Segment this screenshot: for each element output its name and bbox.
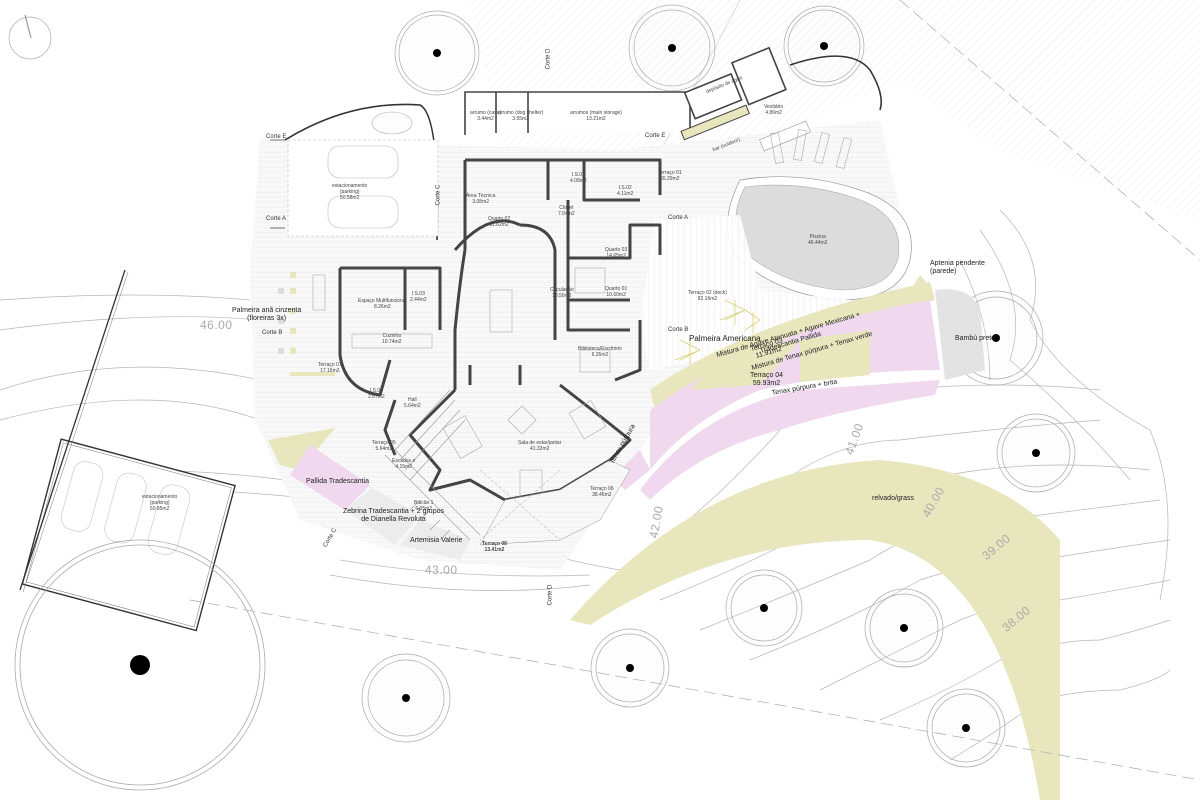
- storage-building: [464, 91, 691, 135]
- deck-terrace: [640, 215, 860, 370]
- cut-label-d-bottom: Corte D: [547, 584, 554, 606]
- bamboo-area: [935, 289, 985, 380]
- cut-label-b-left: Corte B: [262, 330, 283, 336]
- label-pallida: Pallida Tradescantia: [306, 478, 370, 485]
- label-artemisia: Artemisia Valerie: [410, 537, 463, 544]
- lawn-area: [570, 460, 1060, 800]
- planting-agave: [650, 282, 935, 410]
- north-arrow: [8, 16, 52, 60]
- planting-tenax-brita: [640, 380, 940, 500]
- label-terraco02: Terraço 02 (deck)82.16m2: [688, 290, 727, 302]
- label-bambu: Bambú preto: [955, 335, 996, 342]
- contour-43: 43.00: [425, 563, 458, 577]
- sun-loungers: [770, 129, 853, 169]
- planting-green-wedge: [268, 428, 335, 470]
- label-palmeira-americana: Palmeira Americana: [689, 334, 761, 343]
- planting-pallida: [290, 445, 370, 510]
- cut-label-b-right: Corte B: [668, 327, 689, 333]
- palm-trees: [674, 299, 761, 365]
- cut-label-a-right: Corte A: [668, 215, 689, 221]
- terrace-06: [479, 459, 631, 546]
- cut-label-d-top: Corte D: [545, 48, 552, 70]
- garage-top: [287, 139, 439, 237]
- cut-label-a-left: Corte A: [266, 216, 287, 222]
- label-storage1: arrumo (casa)3.44m2: [470, 110, 502, 122]
- label-storage2: arrumo (dog shelter)3.55m2: [498, 110, 544, 122]
- label-storage3: arrumos (main storage)13.21m2: [570, 110, 622, 122]
- cut-label-e-right: Corte E: [645, 133, 666, 139]
- label-relvado: relvado/grass: [872, 495, 915, 502]
- house-interior: [312, 267, 611, 511]
- planting-zebrina: [345, 488, 420, 545]
- label-palmeira-ana: Palmeira anã cinzenta(floreiras 3x): [232, 307, 302, 322]
- label-parking-left: estacionamento(parking)50.85m2: [142, 494, 178, 512]
- house-walls: [338, 158, 662, 502]
- cut-label-e-left: Corte E: [266, 134, 287, 140]
- label-aptenia: Aptenia pendente(parede): [930, 260, 985, 275]
- parking-left: [21, 438, 236, 632]
- tree-large: [14, 539, 266, 791]
- label-parking-top: estacionamento(parking)50.58m2: [332, 183, 368, 201]
- contour-46: 46.00: [200, 318, 233, 332]
- planting-artemisia: [400, 520, 470, 560]
- stairs: [384, 389, 481, 541]
- cut-label-c-right: Corte C: [435, 184, 442, 206]
